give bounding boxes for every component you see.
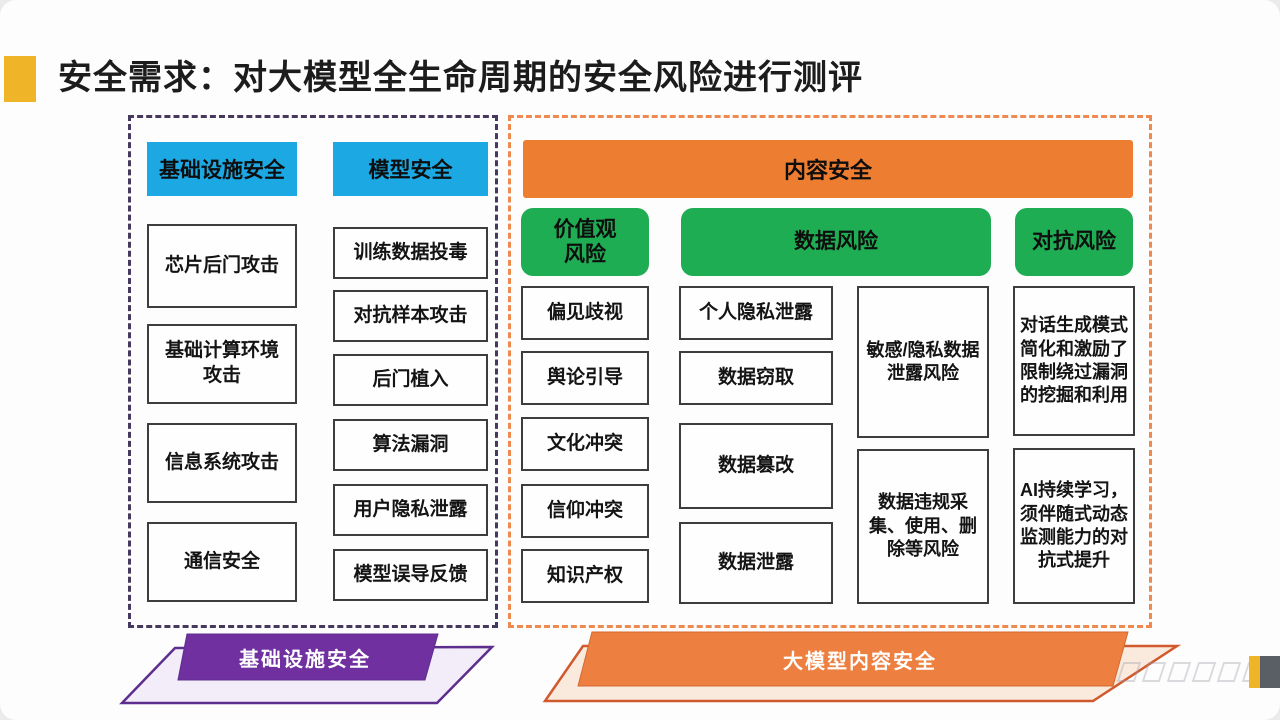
risk-box-algorithm-vulnerability: 算法漏洞 bbox=[333, 419, 488, 471]
risk-box-personal-privacy-leak: 个人隐私泄露 bbox=[679, 286, 833, 340]
title-accent-square bbox=[4, 56, 36, 102]
risk-box-continuous-learning-monitoring: AI持续学习，须伴随式动态监测能力的对抗式提升 bbox=[1013, 448, 1135, 604]
content-security-header: 内容安全 bbox=[523, 140, 1133, 198]
risk-box-data-tampering: 数据篡改 bbox=[679, 423, 833, 509]
risk-box-sensitive-data-leak: 敏感/隐私数据泄露风险 bbox=[857, 286, 989, 438]
risk-box-chip-backdoor: 芯片后门攻击 bbox=[147, 224, 297, 308]
values-risk-header: 价值观风险 bbox=[521, 208, 649, 276]
risk-box-user-privacy-leak: 用户隐私泄露 bbox=[333, 484, 488, 536]
risk-box-illegal-data-handling: 数据违规采集、使用、删除等风险 bbox=[857, 449, 989, 604]
risk-box-model-misleading-feedback: 模型误导反馈 bbox=[333, 549, 488, 601]
page-title: 安全需求：对大模型全生命周期的安全风险进行测评 bbox=[58, 59, 863, 97]
content-panel: 内容安全 价值观风险 数据风险 对抗风险 偏见歧视 舆论引导 文化冲突 信仰冲突… bbox=[508, 115, 1152, 628]
risk-box-backdoor-implant: 后门植入 bbox=[333, 354, 488, 406]
infrastructure-panel: 基础设施安全 芯片后门攻击 基础计算环境攻击 信息系统攻击 通信安全 模型安全 … bbox=[128, 115, 498, 628]
risk-box-training-data-poisoning: 训练数据投毒 bbox=[333, 227, 488, 279]
risk-box-jailbreak-exploitation: 对话生成模式简化和激励了限制绕过漏洞的挖掘和利用 bbox=[1013, 286, 1135, 436]
watermark-logo-icon bbox=[1249, 656, 1280, 688]
risk-box-compute-env-attack: 基础计算环境攻击 bbox=[147, 324, 297, 404]
risk-box-opinion-guidance: 舆论引导 bbox=[521, 351, 649, 405]
risk-box-belief-conflict: 信仰冲突 bbox=[521, 484, 649, 538]
risk-box-adversarial-sample-attack: 对抗样本攻击 bbox=[333, 290, 488, 342]
infrastructure-column-header: 基础设施安全 bbox=[147, 142, 297, 196]
adversarial-risk-header: 对抗风险 bbox=[1015, 208, 1133, 276]
infrastructure-banner-label: 基础设施安全 bbox=[239, 648, 371, 671]
risk-box-cultural-conflict: 文化冲突 bbox=[521, 417, 649, 471]
risk-box-intellectual-property: 知识产权 bbox=[521, 549, 649, 603]
risk-box-bias-discrimination: 偏见歧视 bbox=[521, 286, 649, 340]
data-risk-header: 数据风险 bbox=[681, 208, 991, 276]
risk-box-communication-security: 通信安全 bbox=[147, 522, 297, 602]
model-column-header: 模型安全 bbox=[333, 142, 488, 196]
risk-box-info-system-attack: 信息系统攻击 bbox=[147, 423, 297, 503]
content-banner-label: 大模型内容安全 bbox=[783, 650, 937, 673]
watermark-glyphs bbox=[1116, 662, 1267, 682]
risk-box-data-leak: 数据泄露 bbox=[679, 522, 833, 604]
risk-box-data-theft: 数据窃取 bbox=[679, 351, 833, 405]
